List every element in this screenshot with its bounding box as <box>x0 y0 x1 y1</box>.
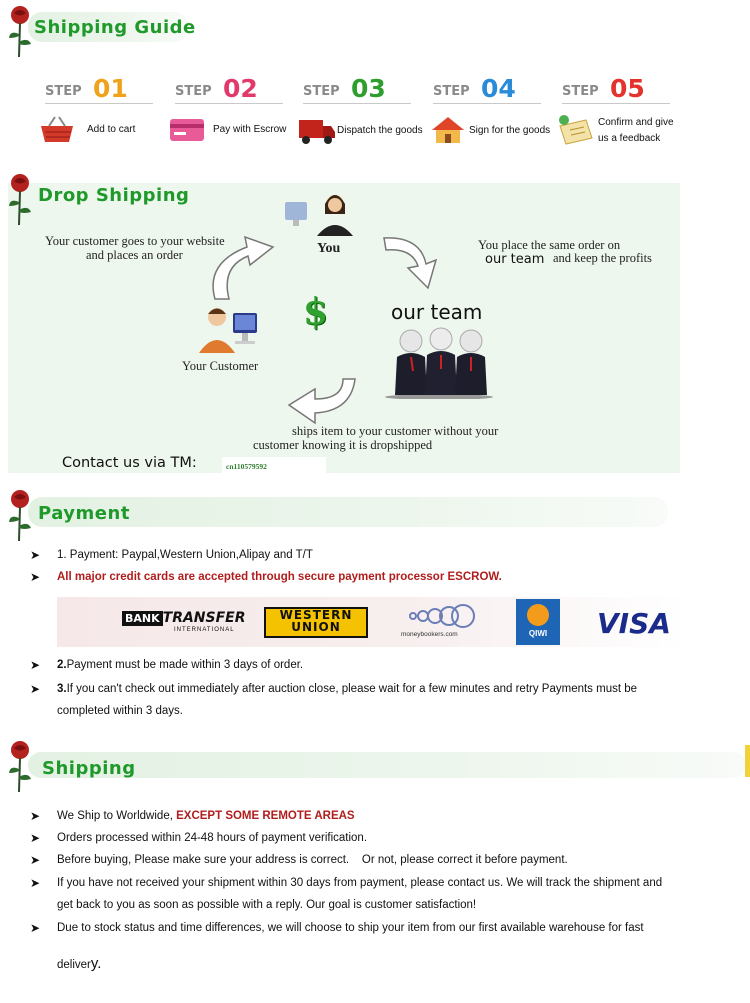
feedback-icon <box>559 115 593 145</box>
you-figure-icon <box>285 195 353 236</box>
rose-icon <box>9 174 31 226</box>
visa-logo: VISA <box>597 607 671 640</box>
you-label: You <box>317 241 341 256</box>
section-band <box>28 497 668 527</box>
basket-icon <box>41 116 73 142</box>
arrow-left-icon <box>287 378 356 425</box>
payment-title: Payment <box>38 503 130 524</box>
dollar-icon: $ <box>303 291 329 333</box>
arrow-bullet-icon: ➤ <box>30 921 41 935</box>
arrow-bullet-icon: ➤ <box>30 831 41 845</box>
arrow-bullet-icon: ➤ <box>30 682 41 696</box>
truck-icon <box>299 120 335 144</box>
shipping-guide-title: Shipping Guide <box>34 17 196 38</box>
moneybookers-icon <box>409 604 475 628</box>
rose-icon <box>9 6 31 58</box>
western-union-logo: WESTERN UNION <box>264 607 368 638</box>
arrow-bullet-icon: ➤ <box>30 658 41 672</box>
shipping-title: Shipping <box>42 758 136 779</box>
same-order-1: You place the same order on <box>478 238 621 252</box>
arrow-bullet-icon: ➤ <box>30 853 41 867</box>
same-order-2: and keep the profits <box>553 251 652 265</box>
customer-text-2: and places an order <box>86 248 183 262</box>
arrow-bullet-icon: ➤ <box>30 809 41 823</box>
your-customer-label: Your Customer <box>182 359 259 373</box>
section-band <box>28 12 188 42</box>
arrow-bullet-icon: ➤ <box>30 548 41 562</box>
rose-icon <box>9 741 31 793</box>
arrow-up-icon <box>212 235 275 300</box>
ships-text-1: ships item to your customer without your <box>292 424 499 438</box>
team-figures-icon <box>385 327 493 399</box>
moneybookers-text: moneybookers.com <box>401 631 458 638</box>
qiwi-logo: QIWI <box>516 599 560 645</box>
arrow-bullet-icon: ➤ <box>30 570 41 584</box>
our-team-inline: our team <box>485 252 545 267</box>
customer-figure-icon <box>199 308 257 353</box>
our-team-label: our team <box>391 300 483 324</box>
arrow-down-icon <box>383 237 438 290</box>
contact-id-box <box>222 457 326 473</box>
contact-label: Contact us via TM: <box>62 455 197 471</box>
card-icon <box>170 119 204 141</box>
contact-id[interactable]: cn110579592 <box>226 462 267 471</box>
arrow-bullet-icon: ➤ <box>30 876 41 890</box>
house-icon <box>432 117 464 143</box>
drop-shipping-title: Drop Shipping <box>38 185 190 206</box>
rose-icon <box>9 490 31 542</box>
customer-text-1: Your customer goes to your website <box>45 234 225 248</box>
edge-strip <box>745 745 750 777</box>
section-band <box>28 752 746 778</box>
ships-text-2: customer knowing it is dropshipped <box>253 438 433 452</box>
